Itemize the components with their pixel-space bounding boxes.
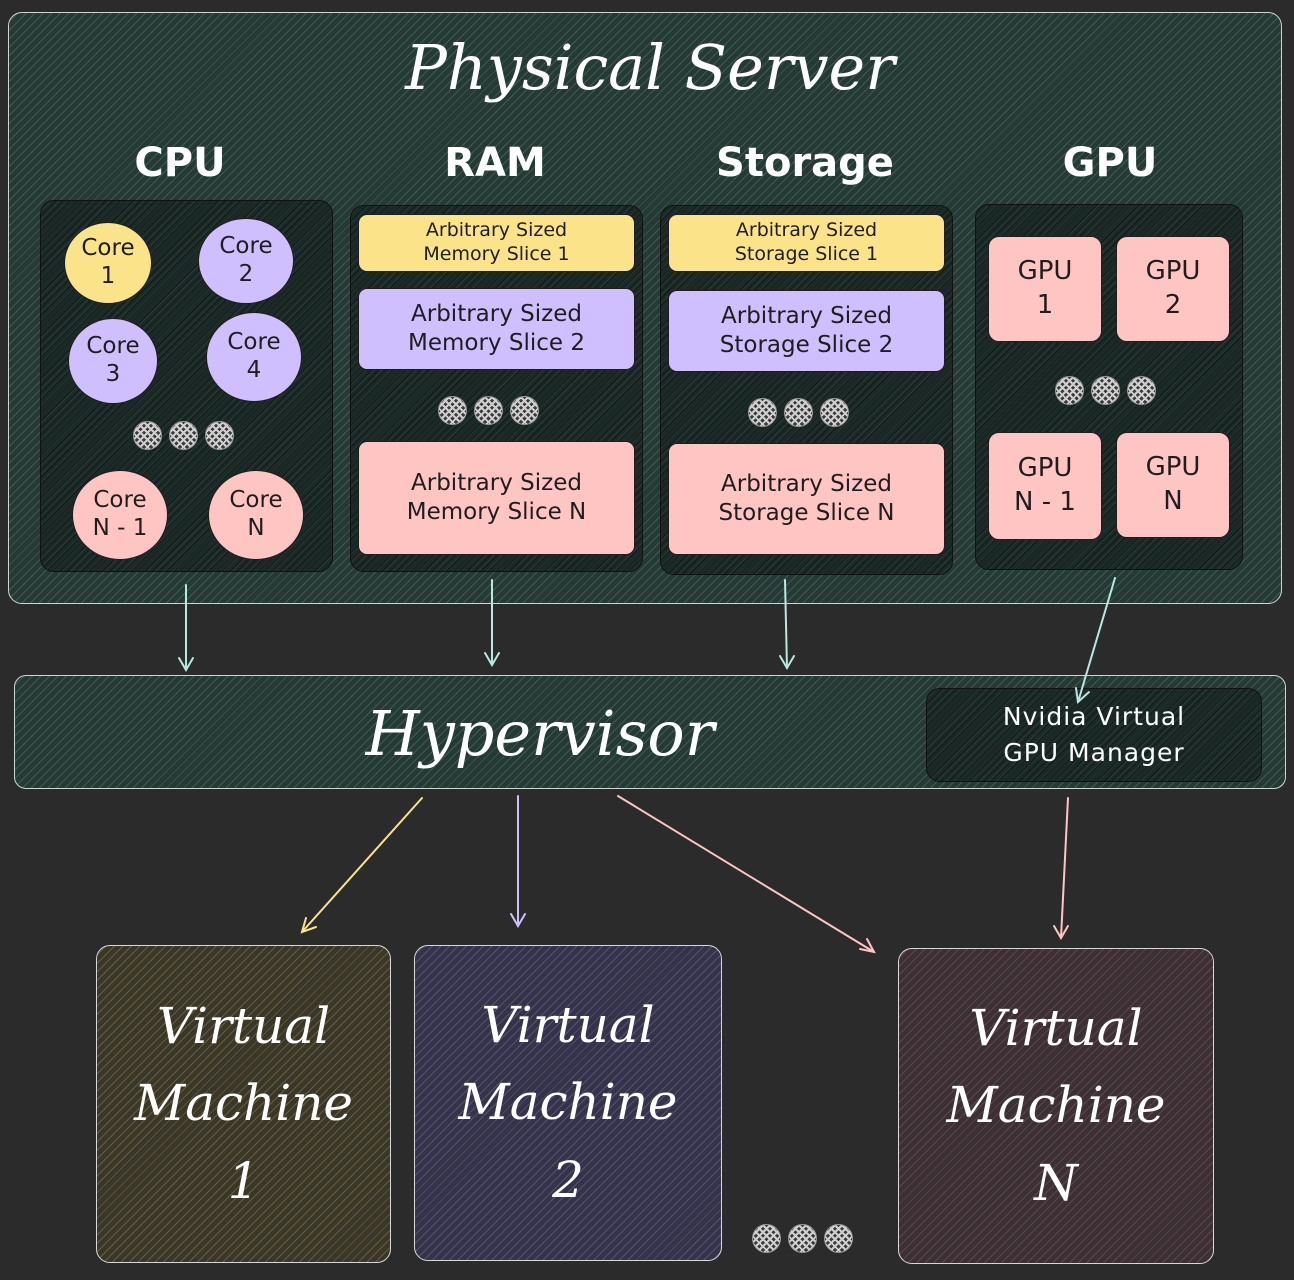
slice-line-2: Memory Slice N [406,499,587,525]
ellipsis-dot [788,1224,817,1253]
gpu-ellipsis [1055,376,1156,405]
slice-line-2: Storage Slice 1 [734,243,879,265]
ellipsis-dot [133,421,162,450]
core-number: N [247,515,265,541]
ellipsis-dot [820,398,849,427]
vm-number: 1 [227,1151,260,1210]
ellipsis-dot [824,1224,853,1253]
arrow-hypervisor-to-vm-1 [300,797,423,934]
cpu-title: CPU [134,140,226,186]
slice-line-1: Arbitrary Sized [735,219,878,242]
slice-line-2: Memory Slice 1 [423,243,570,265]
vgpu-manager-line-1: Nvidia Virtual [1002,701,1186,731]
memory-slice-1: Arbitrary Sized Memory Slice 1 [358,214,635,272]
ram-ellipsis [438,396,539,425]
gpu-label: GPU [1145,256,1201,287]
arrow-hypervisor-to-vm-2 [510,795,526,928]
vm-line-2: Machine [458,1073,678,1132]
ellipsis-dot [748,398,777,427]
core-label: Core [93,487,147,514]
ellipsis-dot [510,396,539,425]
slice-line-2: Storage Slice 2 [719,332,894,358]
vgpu-manager-box: Nvidia Virtual GPU Manager [926,688,1262,782]
core-3: Core 3 [68,318,158,404]
vm-line-2: Machine [134,1074,353,1133]
gpu-number: 2 [1164,290,1182,320]
core-number: N - 1 [92,515,148,541]
vm-line-1: Virtual [969,998,1143,1057]
core-label: Core [81,235,135,262]
gpu-n-minus-1: GPU N - 1 [988,432,1102,540]
core-label: Core [219,233,273,260]
memory-slice-n: Arbitrary Sized Memory Slice N [358,441,635,555]
virtual-machine-2: Virtual Machine 2 [414,945,722,1261]
ellipsis-dot [784,398,813,427]
virtual-machine-1: Virtual Machine 1 [96,945,391,1263]
core-number: 4 [246,357,262,383]
ellipsis-dot [1091,376,1120,405]
vm-line-1: Virtual [481,995,655,1054]
slice-line-1: Arbitrary Sized [411,301,582,328]
storage-ellipsis [748,398,849,427]
core-number: 1 [100,263,116,289]
ellipsis-dot [1055,376,1084,405]
ellipsis-dot [169,421,198,450]
slice-line-1: Arbitrary Sized [425,219,568,242]
core-number: 3 [105,361,121,387]
arrow-vgpu-manager-to-vm-n [1053,797,1069,940]
gpu-number: N [1163,486,1183,516]
physical-server-title: Physical Server [405,31,895,104]
core-n: Core N [208,470,304,560]
gpu-title: GPU [1062,140,1158,186]
arrow-hypervisor-to-vm-n [617,795,876,954]
vm-number: N [1034,1153,1078,1212]
slice-line-2: Memory Slice 2 [408,330,585,356]
core-label: Core [229,487,283,514]
core-label: Core [227,329,281,356]
ellipsis-dot [752,1224,781,1253]
slice-line-1: Arbitrary Sized [721,471,892,498]
memory-slice-2: Arbitrary Sized Memory Slice 2 [358,288,635,370]
ellipsis-dot [474,396,503,425]
slice-line-1: Arbitrary Sized [721,303,892,330]
ram-title: RAM [444,140,546,186]
cpu-ellipsis [133,421,234,450]
storage-title: Storage [716,140,894,186]
vm-line-2: Machine [946,1076,1166,1135]
gpu-label: GPU [1145,452,1201,483]
core-label: Core [86,333,140,360]
slice-line-1: Arbitrary Sized [411,470,582,497]
gpu-number: 1 [1036,290,1054,320]
core-1: Core 1 [64,222,152,304]
ellipsis-dot [438,396,467,425]
core-4: Core 4 [206,312,302,402]
core-2: Core 2 [198,218,294,304]
virtual-machine-n: Virtual Machine N [898,948,1214,1264]
gpu-number: N - 1 [1014,487,1076,517]
storage-slice-n: Arbitrary Sized Storage Slice N [668,443,945,555]
storage-slice-1: Arbitrary Sized Storage Slice 1 [668,214,945,272]
gpu-2: GPU 2 [1116,236,1230,342]
gpu-label: GPU [1017,453,1073,484]
gpu-1: GPU 1 [988,236,1102,342]
gpu-n: GPU N [1116,432,1230,538]
vm-line-1: Virtual [156,996,331,1055]
ellipsis-dot [1127,376,1156,405]
core-number: 2 [238,261,254,287]
hypervisor-title: Hypervisor [365,697,715,770]
vm-number: 2 [552,1150,584,1209]
vm-ellipsis [752,1224,853,1253]
ellipsis-dot [205,421,234,450]
gpu-label: GPU [1017,256,1073,287]
vgpu-manager-line-2: GPU Manager [1003,738,1185,767]
storage-slice-2: Arbitrary Sized Storage Slice 2 [668,290,945,372]
core-n-minus-1: Core N - 1 [72,470,168,560]
slice-line-2: Storage Slice N [718,500,895,526]
